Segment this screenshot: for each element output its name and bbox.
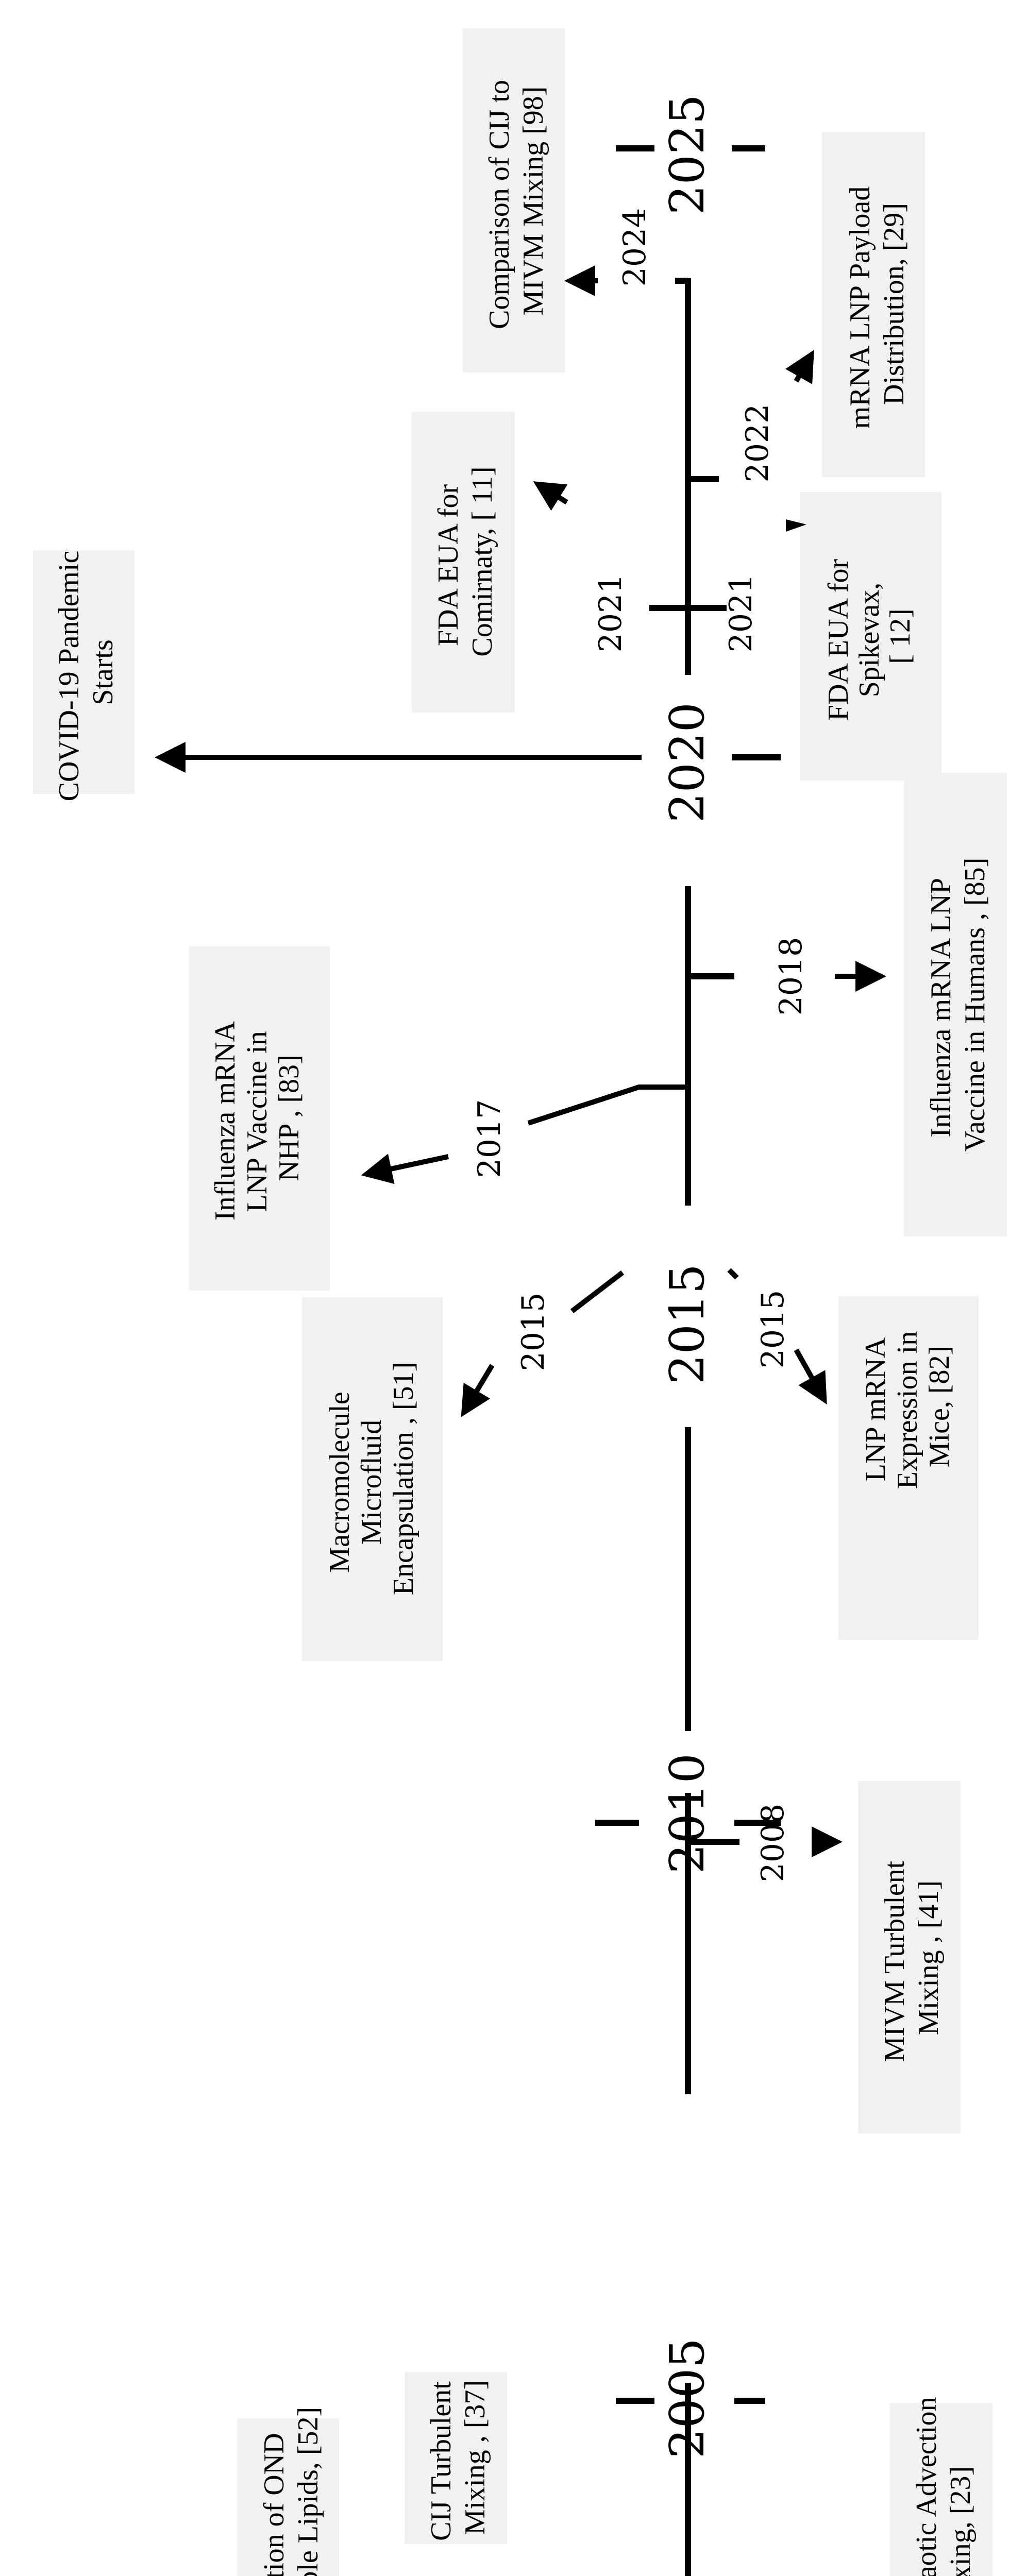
event-year-2021-left: 2021 bbox=[593, 574, 629, 653]
event-text-2024: Comparison of CIJ to MIVM Mixing [98] bbox=[483, 73, 549, 329]
event-box-2020-covid bbox=[33, 550, 134, 794]
event-text-2022: mRNA LNP Payload Distribution, [29] bbox=[844, 179, 910, 429]
event-year-2018: 2018 bbox=[773, 937, 809, 1016]
connector-2017 bbox=[527, 1084, 688, 1126]
event-box-2001 bbox=[237, 2418, 339, 2576]
event-box-2002 bbox=[890, 2403, 993, 2576]
event-text-2018: Influenza mRNA LNP Vaccine in Humans , [… bbox=[925, 858, 991, 1152]
arrow-2021-comirnaty bbox=[533, 481, 568, 511]
event-year-2015-left: 2015 bbox=[515, 1293, 551, 1371]
event-year-2024: 2024 bbox=[617, 208, 653, 287]
event-text-2002: Micro Chaotic Advection Mixing, [23] bbox=[911, 2389, 977, 2576]
event-box-2022 bbox=[822, 132, 925, 477]
event-year-2008: 2008 bbox=[755, 1804, 791, 1883]
event-box-2024 bbox=[463, 28, 565, 372]
event-year-2017: 2017 bbox=[472, 1099, 508, 1178]
event-box-2015-mice bbox=[838, 1296, 979, 1640]
arrow-2021-spikevax bbox=[786, 519, 806, 532]
event-box-2008 bbox=[858, 1781, 961, 2133]
event-text-2015-macromolecule: Macromolecule Microfluid Encapsulation ,… bbox=[324, 1362, 419, 1596]
arrow-2017 bbox=[361, 1154, 449, 1184]
event-box-2021-comirnaty bbox=[412, 412, 515, 713]
event-text-2021-comirnaty: FDA EUA for Comirnaty, [ 11] bbox=[432, 466, 498, 656]
arrow-2022 bbox=[785, 349, 814, 384]
year-label-2010: 2010 bbox=[660, 1753, 715, 1874]
connector-2015-right bbox=[727, 1268, 739, 1280]
event-box-2003 bbox=[405, 2372, 507, 2544]
event-box-2017 bbox=[189, 946, 330, 1291]
event-text-2015-mice: LNP mRNA Expression in Mice, [82] bbox=[860, 1324, 955, 1489]
event-box-2015-macromolecule bbox=[302, 1297, 443, 1661]
event-text-2001: Encapsulation of OND with Ionizable Lipi… bbox=[258, 2407, 324, 2576]
event-year-2021-right: 2021 bbox=[723, 574, 759, 653]
event-text-2008: MIVM Turbulent Mixing , [41] bbox=[879, 1854, 945, 2062]
event-box-2021-spikevax bbox=[800, 492, 941, 781]
arrow-2015-mice bbox=[794, 1348, 827, 1405]
event-text-2017: Influenza mRNA LNP Vaccine in NHP , [83] bbox=[209, 1015, 305, 1221]
event-box-2018 bbox=[904, 773, 1007, 1236]
major-year-dashes bbox=[595, 145, 781, 2404]
event-text-2021-spikevax: FDA EUA for Spikevax, [ 12] bbox=[822, 552, 916, 721]
year-label-2005: 2005 bbox=[660, 2338, 715, 2459]
connector-2015-left bbox=[570, 1270, 625, 1313]
event-year-2015-right: 2015 bbox=[755, 1290, 791, 1369]
event-year-2022: 2022 bbox=[739, 404, 776, 483]
arrow-2015-macromolecule bbox=[461, 1364, 495, 1417]
event-text-2003: CIJ Turbulent Mixing , [37] bbox=[425, 2374, 491, 2541]
year-label-2015: 2015 bbox=[660, 1264, 715, 1384]
year-label-2020: 2020 bbox=[660, 702, 715, 823]
event-text-2020-covid: COVID-19 Pandemic Starts bbox=[53, 544, 119, 802]
year-label-2025: 2025 bbox=[660, 94, 715, 215]
